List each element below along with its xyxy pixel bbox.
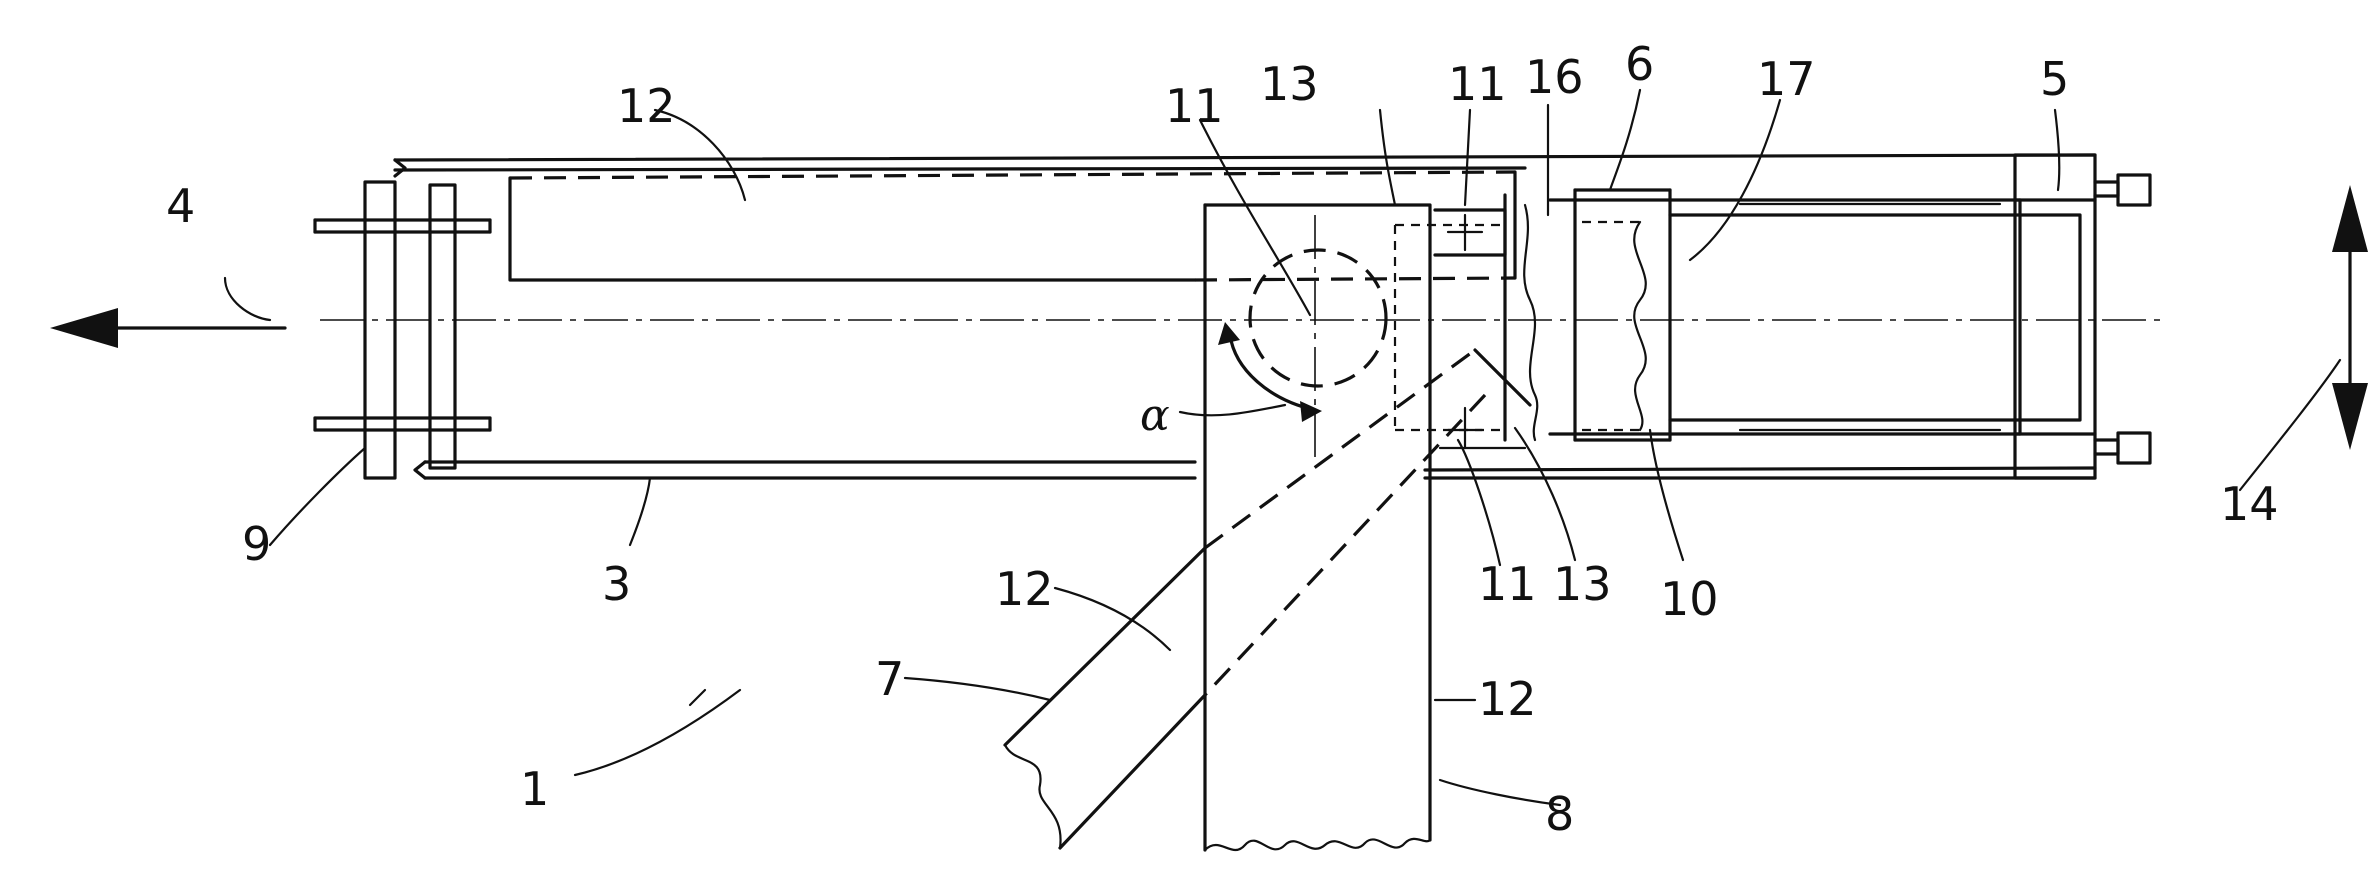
label-17: 17 bbox=[1757, 52, 1816, 106]
center-axis bbox=[320, 215, 2160, 460]
label-11-upper: 11 bbox=[1448, 57, 1507, 111]
label-9: 9 bbox=[242, 517, 271, 571]
end-cap bbox=[2015, 155, 2150, 478]
label-3: 3 bbox=[602, 557, 631, 611]
label-13-lower: 13 bbox=[1553, 557, 1612, 611]
inclined-chute bbox=[1005, 350, 1530, 848]
tick-mark bbox=[690, 690, 705, 705]
label-12-bottom: 12 bbox=[1478, 672, 1537, 726]
label-4: 4 bbox=[166, 179, 195, 233]
label-10: 10 bbox=[1660, 572, 1719, 626]
guide-11-upper bbox=[1435, 210, 1505, 255]
upper-stack bbox=[510, 172, 1515, 280]
label-16: 16 bbox=[1525, 50, 1584, 104]
label-11-lower: 11 bbox=[1478, 557, 1537, 611]
label-5: 5 bbox=[2040, 52, 2069, 106]
double-arrow-vertical-icon bbox=[2332, 185, 2368, 450]
label-7: 7 bbox=[875, 652, 904, 706]
label-6: 6 bbox=[1625, 37, 1654, 91]
label-1: 1 bbox=[520, 762, 549, 816]
label-12-left: 12 bbox=[995, 562, 1054, 616]
separator-block bbox=[1575, 190, 1670, 440]
label-13-top: 13 bbox=[1260, 57, 1319, 111]
vertical-chute bbox=[1205, 205, 1430, 850]
label-alpha: α bbox=[1140, 390, 1170, 441]
label-11-center: 11 bbox=[1165, 79, 1224, 133]
label-8: 8 bbox=[1545, 787, 1574, 841]
plate-16 bbox=[1505, 195, 1537, 440]
clamp bbox=[315, 182, 490, 478]
label-14: 14 bbox=[2220, 477, 2279, 531]
label-12-top: 12 bbox=[617, 79, 676, 133]
leader-lines bbox=[225, 90, 2340, 805]
